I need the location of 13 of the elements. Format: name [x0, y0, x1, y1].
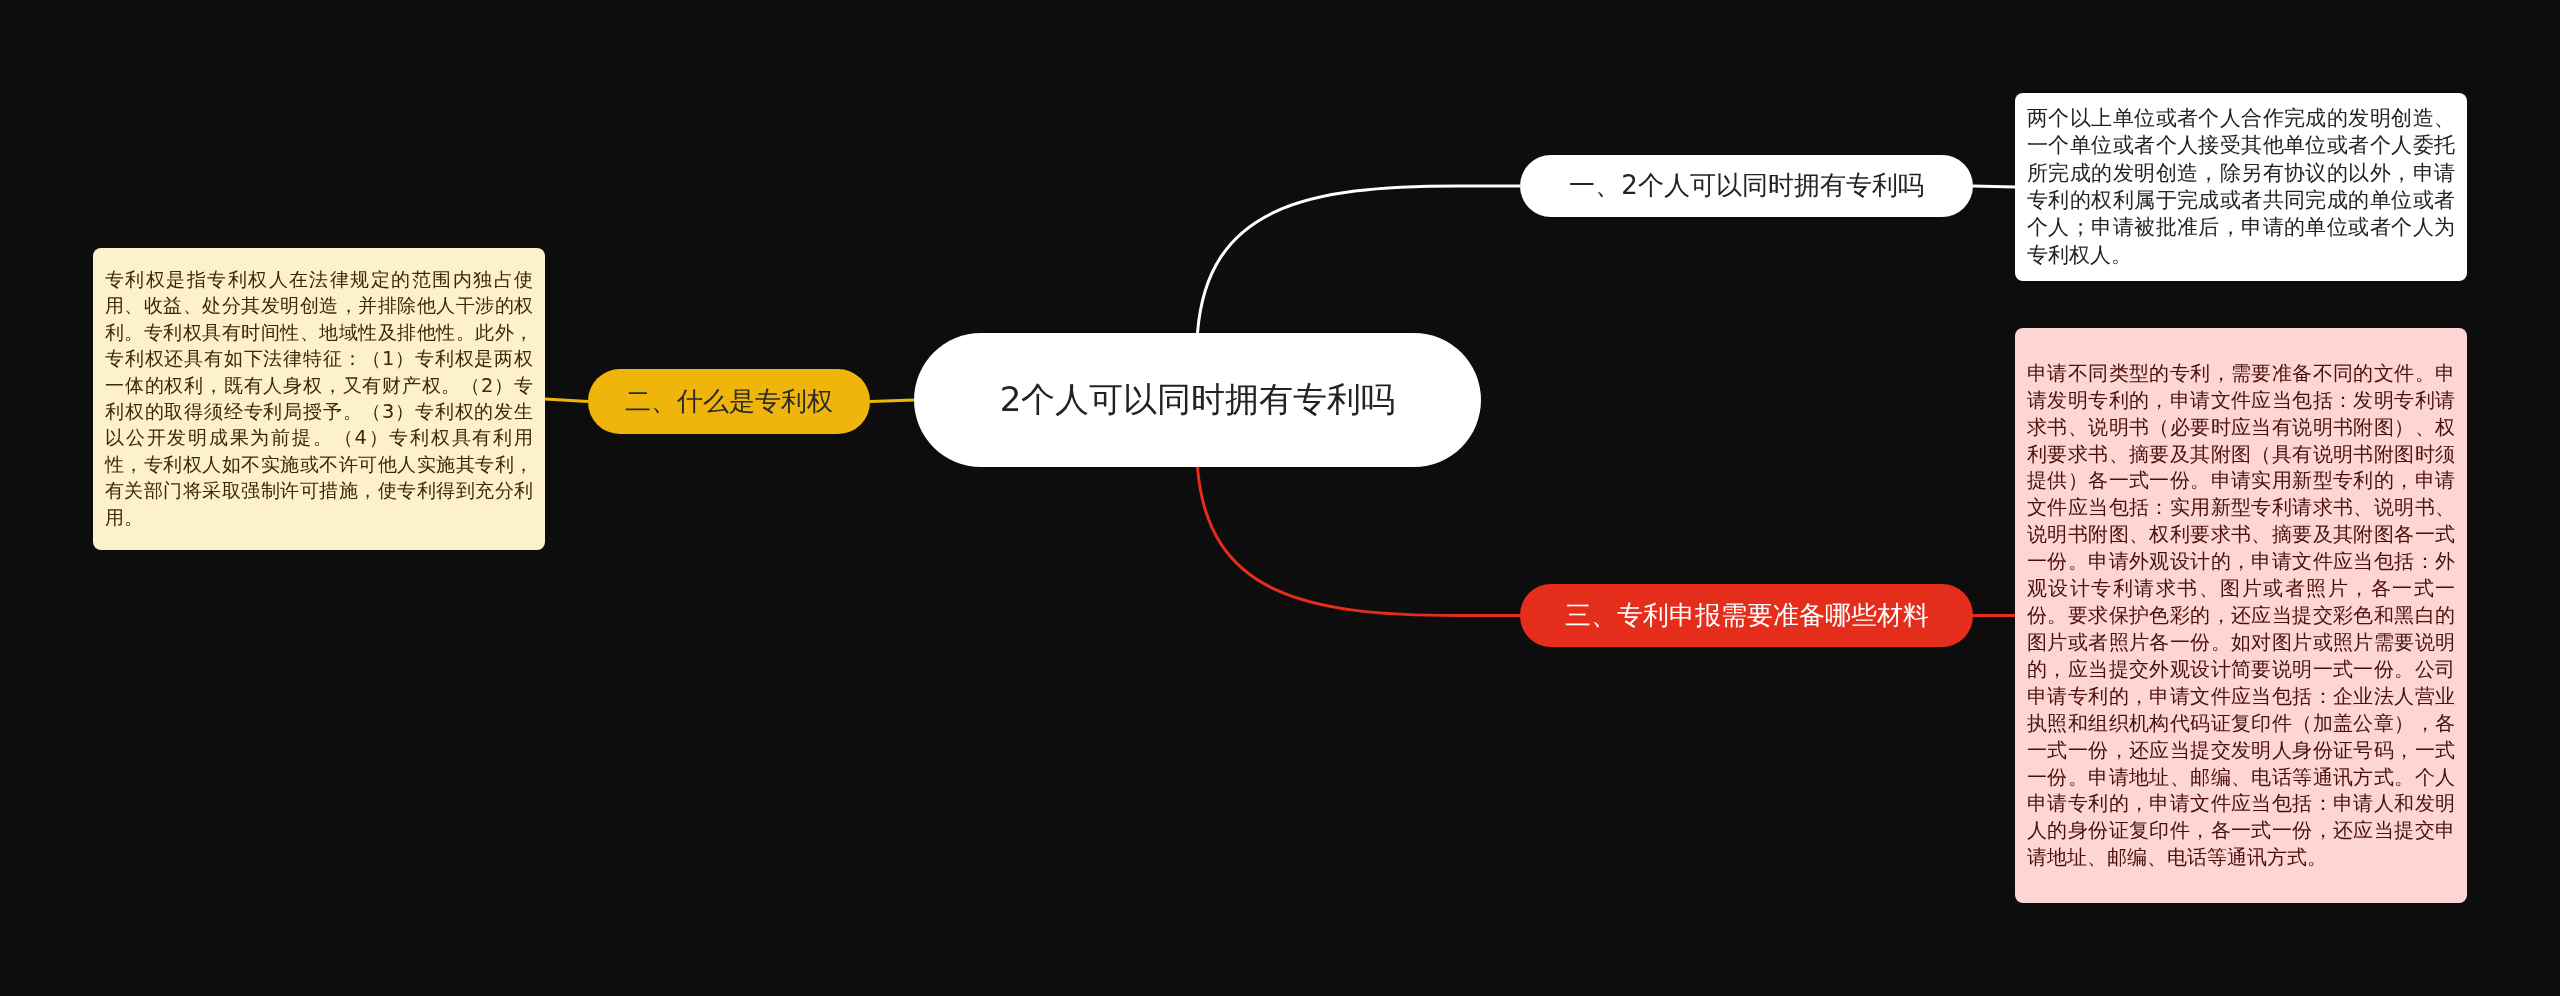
connector-line	[1972, 184, 2016, 189]
branch-box: 二、什么是专利权	[588, 369, 870, 434]
note-box: 两个以上单位或者个人合作完成的发明创造、一个单位或者个人接受其他单位或者个人委托所完成的发明创造，除另有协议的以外，申请专利的权利属于完成或者共同完成的单位或者个人；申请被批准后，申请的单位或者个人为专利权人。	[2015, 93, 2467, 281]
connector-line	[1196, 184, 1520, 334]
connector-line	[544, 397, 589, 403]
connector-line	[1973, 614, 2015, 617]
note-box: 申请不同类型的专利，需要准备不同的文件。申请发明专利的，申请文件应当包括：发明专利请求书、说明书（必要时应当有说明书附图）、权利要求书、摘要及其附图（具有说明书附图时须提供）各一式一份。申请实用新型专利的，申请文件应当包括：实用新型专利请求书、说明书、说明书附图、权利要求书、摘要及其附图各一式一份。申请外观设计的，申请文件应当包括：外观设计专利请求书、图片或者照片，各一式一份。要求保护色彩的，还应当提交彩色和黑白的图片或者照片各一份。如对图片或照片需要说明的，应当提交外观设计简要说明一式一份。公司申请专利的，申请文件应当包括：企业法人营业执照和组织机构代码证复印件（加盖公章），各一式一份，还应当提交发明人身份证号码，一式一份。申请地址、邮编、电话等通讯方式。个人申请专利的，申请文件应当包括：申请人和发明人的身份证复印件，各一式一份，还应当提交申请地址、邮编、电话等通讯方式。	[2015, 328, 2467, 903]
topic-box: 2个人可以同时拥有专利吗	[914, 333, 1481, 467]
connector-line	[1196, 466, 1520, 617]
connector-line	[869, 398, 915, 403]
branch-box: 一、2个人可以同时拥有专利吗	[1520, 155, 1973, 217]
note-box: 专利权是指专利权人在法律规定的范围内独占使用、收益、处分其发明创造，并排除他人干涉的权利。专利权具有时间性、地域性及排他性。此外，专利权还具有如下法律特征：（1）专利权是两权一体的权利，既有人身权，又有财产权。（2）专利权的取得须经专利局授予。（3）专利权的发生以公开发明成果为前提。（4）专利权具有利用性，专利权人如不实施或不许可他人实施其专利，有关部门将采取强制许可措施，使专利得到充分利用。	[93, 248, 545, 550]
branch-box: 三、专利申报需要准备哪些材料	[1520, 584, 1973, 647]
